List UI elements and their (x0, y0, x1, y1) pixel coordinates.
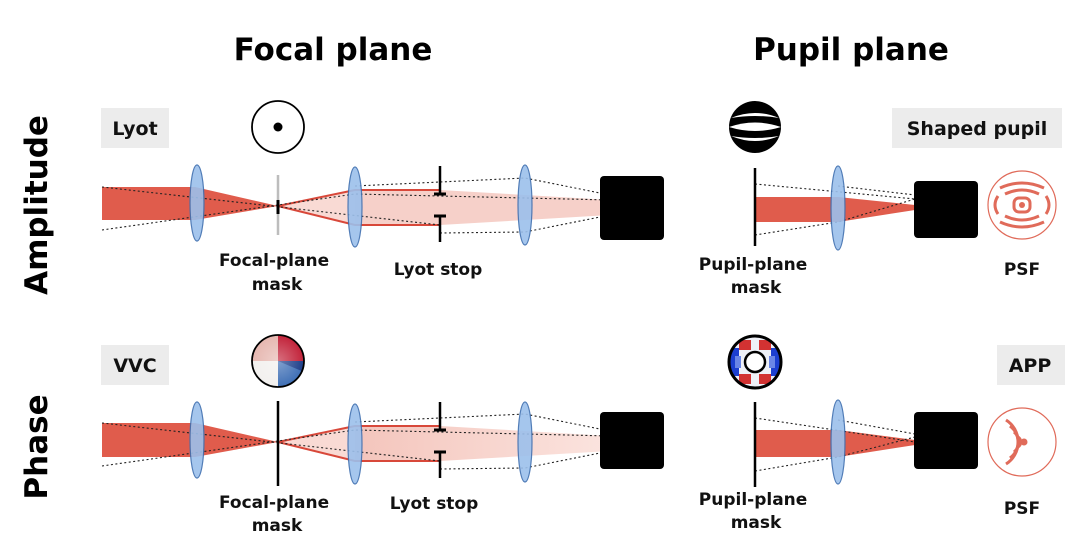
pupil-plane-mask-label-line1: Pupil-plane (699, 255, 808, 275)
pupil-plane-mask-label-line2: mask (731, 513, 782, 533)
tag-app: APP (997, 345, 1065, 385)
focal-plane-mask-label-line2: mask (252, 516, 303, 536)
lens-icon (830, 399, 846, 485)
tag-lyot: Lyot (101, 108, 169, 148)
lens-icon (347, 166, 363, 248)
psf-icon (987, 170, 1057, 240)
amplitude-row-title: Amplitude (19, 115, 55, 295)
lens-icon (830, 165, 846, 251)
app-train (727, 334, 1057, 487)
camera-icon (914, 412, 978, 469)
focal-plane-mask-label: Focal-plane mask (219, 251, 335, 295)
tag-vvc-label: VVC (113, 355, 156, 377)
vortex-mask-icon (251, 334, 305, 388)
camera-icon (600, 176, 664, 240)
lyot-optical-train (101, 100, 664, 248)
tag-shaped-pupil: Shaped pupil (892, 108, 1062, 148)
pupil-plane-mask-label: Pupil-plane mask (699, 490, 813, 533)
camera-icon (914, 181, 978, 238)
lens-icon (189, 164, 205, 242)
focal-plane-mask-label-line1: Focal-plane (219, 251, 329, 271)
tag-shaped-pupil-label: Shaped pupil (907, 118, 1048, 140)
psf-icon (987, 407, 1057, 477)
pupil-plane-title: Pupil plane (753, 32, 949, 68)
vvc-optical-train (101, 334, 664, 486)
lens-icon (347, 403, 363, 485)
focal-plane-title: Focal plane (234, 32, 433, 68)
focal-plane-mask-label: Focal-plane mask (219, 493, 335, 536)
shaped-pupil-train (729, 101, 1057, 251)
app-mask-icon (727, 334, 783, 390)
lens-icon (517, 401, 533, 483)
focal-mask-icon (251, 100, 305, 154)
lens-icon (189, 401, 205, 479)
shaped-pupil-mask-icon (729, 101, 781, 153)
psf-label: PSF (1004, 499, 1040, 519)
focal-plane-mask-label-line1: Focal-plane (219, 493, 329, 513)
psf-label: PSF (1004, 260, 1040, 280)
pupil-plane-mask-label-line2: mask (731, 278, 782, 298)
lyot-stop-label: Lyot stop (394, 260, 483, 280)
focal-plane-mask-label-line2: mask (252, 275, 303, 295)
tag-app-label: APP (1009, 355, 1052, 377)
lyot-stop-label: Lyot stop (390, 494, 479, 514)
tag-vvc: VVC (101, 345, 169, 385)
lens-icon (517, 164, 533, 246)
pupil-plane-mask-label: Pupil-plane mask (699, 255, 813, 298)
camera-icon (600, 412, 664, 469)
pupil-plane-mask-label-line1: Pupil-plane (699, 490, 808, 510)
phase-row-title: Phase (19, 394, 55, 499)
tag-lyot-label: Lyot (112, 118, 157, 140)
